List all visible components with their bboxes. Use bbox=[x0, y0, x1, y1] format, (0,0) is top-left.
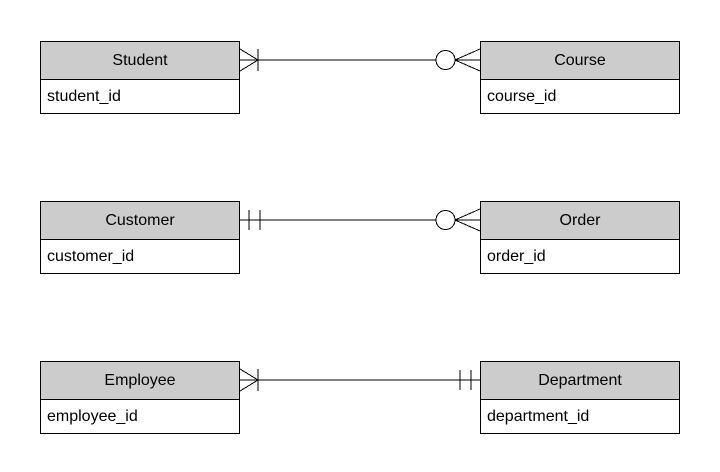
entity-student: Student student_id bbox=[40, 41, 240, 114]
entity-customer: Customer customer_id bbox=[40, 201, 240, 274]
entity-attribute: department_id bbox=[481, 400, 679, 433]
entity-attribute: employee_id bbox=[41, 400, 239, 433]
entity-title: Course bbox=[481, 42, 679, 80]
entity-employee: Employee employee_id bbox=[40, 361, 240, 434]
entity-attribute: order_id bbox=[481, 240, 679, 273]
entity-attribute: course_id bbox=[481, 80, 679, 113]
one-or-many-icon bbox=[239, 48, 259, 72]
entity-order: Order order_id bbox=[480, 201, 680, 274]
entity-title: Department bbox=[481, 362, 679, 400]
entity-title: Customer bbox=[41, 202, 239, 240]
entity-department: Department department_id bbox=[480, 361, 680, 434]
entity-attribute: student_id bbox=[41, 80, 239, 113]
exactly-one-icon bbox=[248, 210, 261, 230]
entity-title: Order bbox=[481, 202, 679, 240]
entity-attribute: customer_id bbox=[41, 240, 239, 273]
entity-course: Course course_id bbox=[480, 41, 680, 114]
entity-title: Student bbox=[41, 42, 239, 80]
connector-customer-order bbox=[240, 208, 481, 232]
one-or-many-icon bbox=[239, 368, 259, 392]
connector-employee-department bbox=[239, 368, 480, 392]
exactly-one-icon bbox=[459, 370, 472, 390]
entity-title: Employee bbox=[41, 362, 239, 400]
connector-student-course bbox=[239, 48, 481, 72]
zero-or-many-icon bbox=[435, 208, 481, 232]
zero-or-many-icon bbox=[435, 48, 481, 72]
